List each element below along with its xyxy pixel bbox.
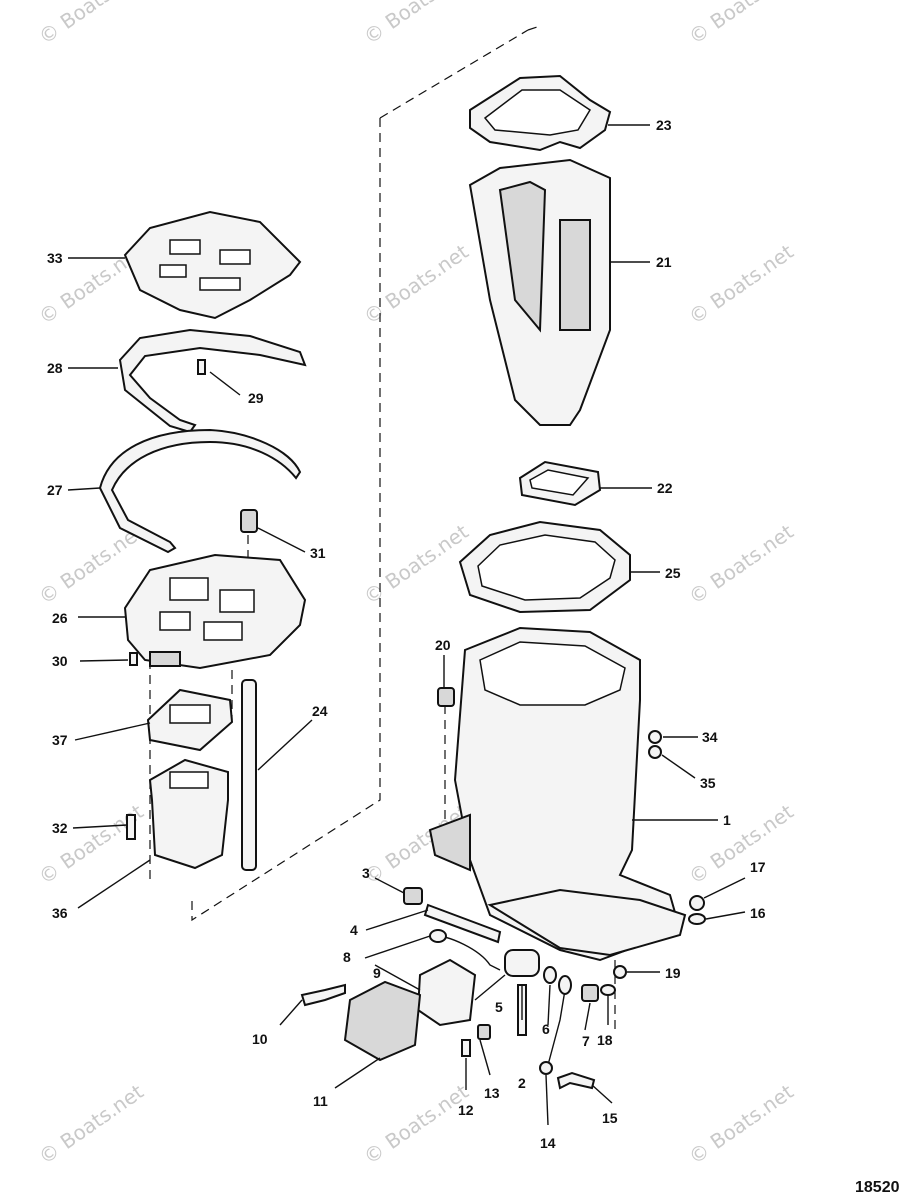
- assembly-dashed-lines: [149, 25, 616, 1030]
- part-23-top-gasket: [469, 74, 612, 152]
- watermark: © Boats.net: [684, 519, 798, 609]
- callout-37: 37: [52, 732, 68, 748]
- watermark: © Boats.net: [684, 0, 798, 49]
- callout-19: 19: [665, 965, 681, 981]
- watermark: © Boats.net: [34, 1079, 148, 1169]
- part-6-washer: [543, 966, 557, 984]
- callout-4: 4: [350, 922, 358, 938]
- part-34-nut: [648, 730, 662, 744]
- callout-12: 12: [458, 1102, 474, 1118]
- callout-22: 22: [657, 480, 673, 496]
- callout-13: 13: [484, 1085, 500, 1101]
- callout-21: 21: [656, 254, 672, 270]
- part-19-nut: [613, 965, 627, 979]
- part-14-ground-strap: [539, 975, 572, 1075]
- callout-5: 5: [495, 999, 503, 1015]
- callout-17: 17: [750, 859, 766, 875]
- part-27-seal: [98, 428, 302, 554]
- watermark: © Boats.net: [359, 239, 473, 329]
- callout-24: 24: [312, 703, 328, 719]
- callout-26: 26: [52, 610, 68, 626]
- part-9-bracket: [416, 958, 477, 1027]
- part-35-washer: [648, 745, 662, 759]
- part-20-plug: [437, 687, 455, 707]
- part-10-bolt: [300, 983, 346, 1007]
- callout-1: 1: [723, 812, 731, 828]
- callout-7: 7: [582, 1033, 590, 1049]
- part-30-dowel: [129, 652, 138, 666]
- callout-9: 9: [373, 965, 381, 981]
- callout-20: 20: [435, 637, 451, 653]
- callout-34: 34: [702, 729, 718, 745]
- part-12-screw: [461, 1039, 471, 1057]
- part-3-nut: [403, 887, 423, 905]
- callout-33: 33: [47, 250, 63, 266]
- watermark: © Boats.net: [34, 799, 148, 889]
- callout-10: 10: [252, 1031, 268, 1047]
- part-8-ground-wire: [429, 929, 501, 971]
- watermark: © Boats.net: [359, 519, 473, 609]
- part-33-adapter-plate-gasket: [123, 210, 302, 320]
- callout-3: 3: [362, 865, 370, 881]
- callout-35: 35: [700, 775, 716, 791]
- part-4-stud: [423, 903, 502, 944]
- watermark: © Boats.net: [359, 1079, 473, 1169]
- watermark: © Boats.net: [359, 0, 473, 49]
- part-32-screw: [126, 814, 136, 840]
- callout-25: 25: [665, 565, 681, 581]
- part-31-bushing: [240, 509, 258, 533]
- part-17-nut: [689, 895, 705, 911]
- callout-14: 14: [540, 1135, 556, 1151]
- callout-36: 36: [52, 905, 68, 921]
- watermark: © Boats.net: [684, 1079, 798, 1169]
- part-16-washer: [688, 913, 706, 925]
- callout-8: 8: [343, 949, 351, 965]
- part-1-driveshaft-housing: [428, 626, 687, 962]
- watermark: © Boats.net: [34, 0, 148, 49]
- part-25-gasket: [458, 520, 631, 614]
- callout-numbers: 23 21 22 25 20 34 35 1 17 16 3 4 8 9 19 …: [47, 117, 766, 1151]
- part-24-water-tube: [241, 679, 257, 871]
- part-13-nut: [477, 1024, 491, 1040]
- callout-29: 29: [248, 390, 264, 406]
- part-36-exhaust-tube: [148, 758, 229, 870]
- callout-23: 23: [656, 117, 672, 133]
- part-29-pin: [197, 359, 206, 375]
- callout-2: 2: [518, 1075, 526, 1091]
- part-26-adapter-plate: [123, 553, 307, 670]
- callout-28: 28: [47, 360, 63, 376]
- part-28-gasket: [118, 328, 307, 434]
- part-7-nut: [581, 984, 599, 1002]
- callout-32: 32: [52, 820, 68, 836]
- part-15-bolt: [556, 1071, 596, 1090]
- leader-lines: [67, 124, 746, 1126]
- part-18-washer: [600, 984, 616, 996]
- part-5-sleeve: [504, 949, 540, 977]
- figure-number: 18520: [855, 1179, 900, 1196]
- watermark: © Boats.net: [684, 799, 798, 889]
- callout-31: 31: [310, 545, 326, 561]
- part-37-gasket: [146, 688, 234, 752]
- part-21-upper-housing: [468, 158, 611, 426]
- part-11-anode: [343, 980, 422, 1062]
- callout-11: 11: [313, 1093, 328, 1109]
- callout-15: 15: [602, 1110, 618, 1126]
- part-22-seal: [518, 460, 602, 507]
- callout-30: 30: [52, 653, 68, 669]
- callout-6: 6: [542, 1021, 550, 1037]
- callout-16: 16: [750, 905, 766, 921]
- callout-18: 18: [597, 1032, 613, 1048]
- watermark: © Boats.net: [684, 239, 798, 329]
- callout-27: 27: [47, 482, 63, 498]
